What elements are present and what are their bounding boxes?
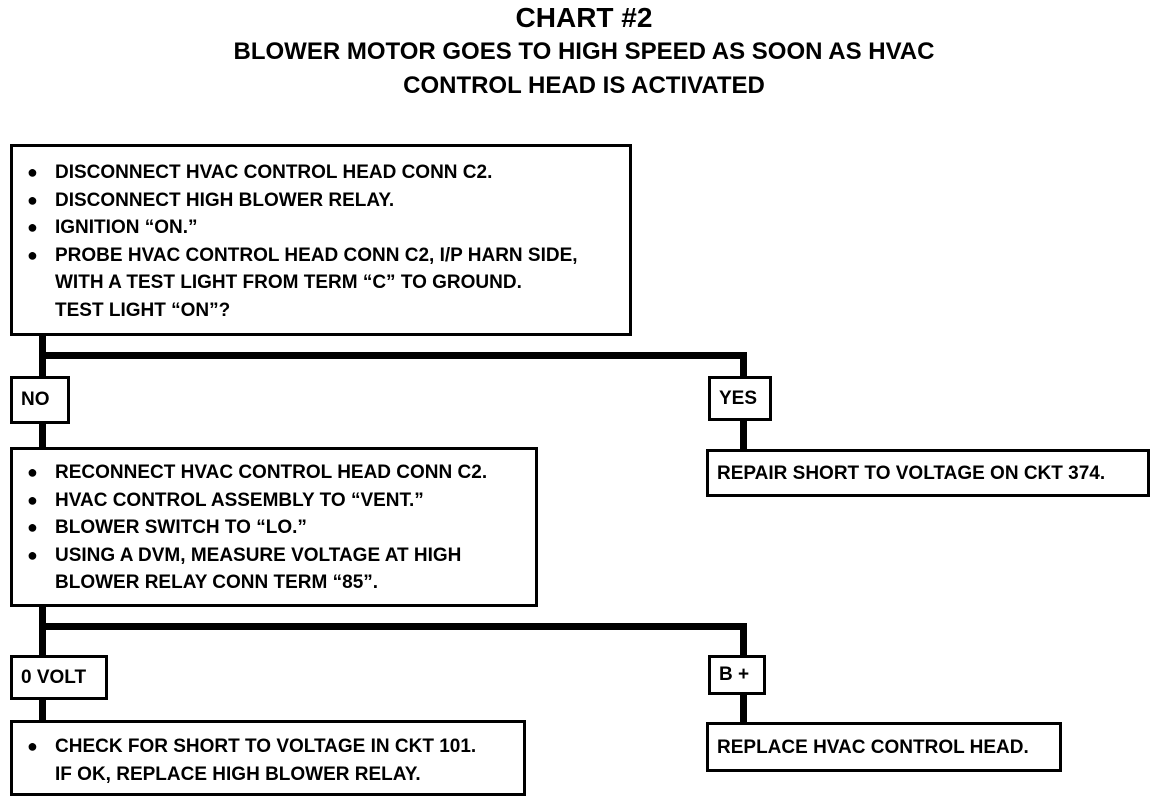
step2-list: ●RECONNECT HVAC CONTROL HEAD CONN C2. ●H… (13, 459, 535, 597)
connector-branch1-yes-down (740, 352, 747, 376)
step1-instruction-box: ●DISCONNECT HVAC CONTROL HEAD CONN C2. ●… (10, 144, 632, 336)
zero-volt-result-continuation: IF OK, REPLACE HIGH BLOWER RELAY. (55, 763, 421, 785)
zero-volt-result-item: ●CHECK FOR SHORT TO VOLTAGE IN CKT 101. (13, 733, 523, 761)
branch-yes-label: YES (708, 376, 772, 421)
step1-list: ●DISCONNECT HVAC CONTROL HEAD CONN C2. ●… (13, 159, 629, 324)
b-plus-result-box: REPLACE HVAC CONTROL HEAD. (706, 722, 1062, 772)
step1-item-continuation: WITH A TEST LIGHT FROM TERM “C” TO GROUN… (55, 272, 522, 293)
step2-item: ●BLOWER SWITCH TO “LO.” (13, 514, 535, 542)
chart-subtitle-line-1: BLOWER MOTOR GOES TO HIGH SPEED AS SOON … (233, 38, 935, 65)
branch-b-plus-label: B + (708, 655, 766, 695)
bullet-icon: ● (27, 217, 38, 237)
bullet-icon: ● (27, 736, 38, 756)
connector-bplus-down (740, 693, 747, 725)
connector-branch1-horizontal (39, 352, 747, 359)
bullet-icon: ● (27, 517, 38, 537)
connector-zero-down (39, 698, 46, 722)
connector-yes-down (740, 420, 747, 454)
step1-item-continuation: TEST LIGHT “ON”? (55, 299, 231, 321)
step2-item: ●RECONNECT HVAC CONTROL HEAD CONN C2. (13, 459, 535, 487)
branch-zero-volt-label: 0 VOLT (10, 655, 108, 700)
bullet-icon: ● (27, 189, 38, 210)
bullet-icon: ● (27, 462, 38, 482)
bullet-icon: ● (27, 244, 38, 265)
step2-item-continuation: BLOWER RELAY CONN TERM “85”. (55, 572, 379, 593)
step1-item: ●DISCONNECT HIGH BLOWER RELAY. (13, 187, 629, 215)
b-plus-result-text: REPLACE HVAC CONTROL HEAD. (717, 736, 1029, 758)
step1-item: ●PROBE HVAC CONTROL HEAD CONN C2, I/P HA… (13, 242, 629, 270)
step2-item: ●USING A DVM, MEASURE VOLTAGE AT HIGH (13, 542, 535, 570)
connector-no-down (39, 424, 46, 448)
branch-no-label: NO (10, 376, 70, 424)
bullet-icon: ● (27, 162, 38, 182)
step1-item: ●IGNITION “ON.” (13, 214, 629, 242)
yes-result-box: REPAIR SHORT TO VOLTAGE ON CKT 374. (706, 449, 1150, 497)
connector-step2-down (39, 604, 46, 656)
chart-subtitle-line-2: CONTROL HEAD IS ACTIVATED (403, 72, 765, 99)
connector-branch2-bplus-down (740, 623, 747, 657)
bullet-icon: ● (27, 544, 38, 565)
zero-volt-result-box: ●CHECK FOR SHORT TO VOLTAGE IN CKT 101. … (10, 720, 526, 796)
step1-item: ●DISCONNECT HVAC CONTROL HEAD CONN C2. (13, 159, 629, 187)
chart-title: CHART #2 (515, 2, 653, 33)
step2-item: ●HVAC CONTROL ASSEMBLY TO “VENT.” (13, 487, 535, 515)
bullet-icon: ● (27, 489, 38, 510)
connector-branch2-horizontal (39, 623, 747, 630)
step2-instruction-box: ●RECONNECT HVAC CONTROL HEAD CONN C2. ●H… (10, 447, 538, 607)
zero-volt-result-list: ●CHECK FOR SHORT TO VOLTAGE IN CKT 101. … (13, 733, 523, 788)
yes-result-text: REPAIR SHORT TO VOLTAGE ON CKT 374. (717, 462, 1106, 484)
